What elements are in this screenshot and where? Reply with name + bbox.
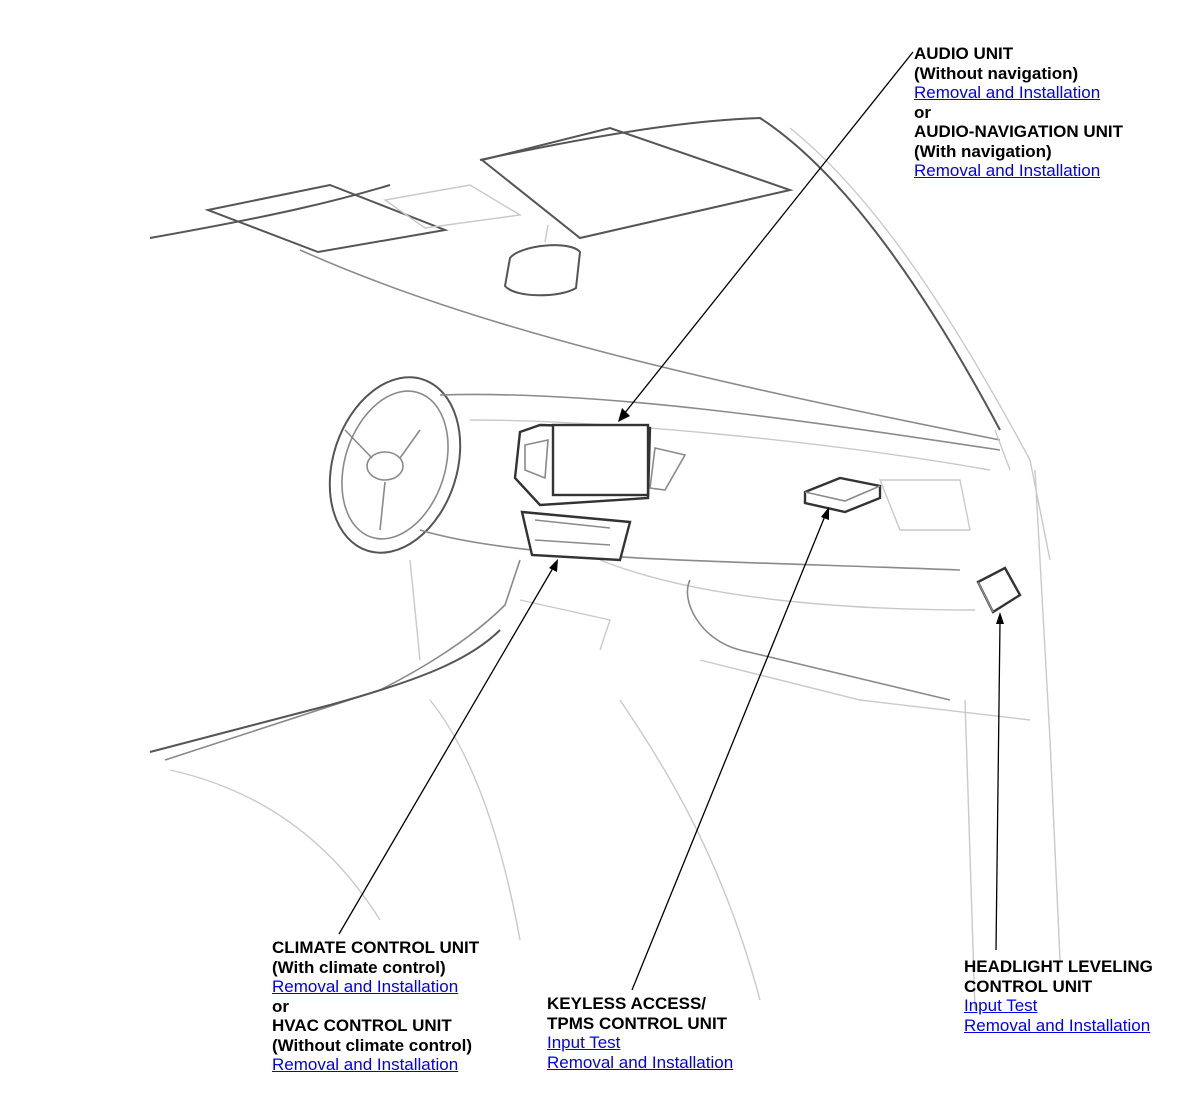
keyless-input-test-link[interactable]: Input Test xyxy=(547,1033,621,1052)
hvac-control-unit-condition: (Without climate control) xyxy=(272,1035,473,1055)
keyless-access-callout: KEYLESS ACCESS/ TPMS CONTROL UNIT Input … xyxy=(547,994,733,1072)
climate-control-unit-condition: (With climate control) xyxy=(272,957,446,977)
tpms-control-unit-title: TPMS CONTROL UNIT xyxy=(547,1013,728,1033)
arrowhead-audio xyxy=(618,408,630,422)
or-separator: or xyxy=(272,996,289,1016)
arrowhead-headlight xyxy=(996,612,1004,624)
steering-wheel xyxy=(328,376,462,554)
hvac-control-unit-title: HVAC CONTROL UNIT xyxy=(272,1016,452,1035)
audio-unit-title: AUDIO UNIT xyxy=(914,44,1014,63)
leader-climate xyxy=(338,567,554,935)
arrowhead-keyless xyxy=(821,507,829,520)
audio-navigation-unit-condition: (With navigation) xyxy=(914,141,1052,161)
climate-control-unit-title: CLIMATE CONTROL UNIT xyxy=(272,938,480,957)
a-pillar xyxy=(964,469,1061,1011)
leader-lines xyxy=(338,51,1004,991)
audio-navigation-unit-removal-link[interactable]: Removal and Installation xyxy=(914,161,1101,180)
climate-control-unit-removal-link[interactable]: Removal and Installation xyxy=(272,977,459,996)
leader-headlight xyxy=(995,621,1001,951)
dashboard xyxy=(419,393,1001,701)
audio-unit-callout: AUDIO UNIT (Without navigation) Removal … xyxy=(914,44,1123,181)
climate-control-callout: CLIMATE CONTROL UNIT (With climate contr… xyxy=(272,938,479,1075)
keyless-unit-shape xyxy=(803,476,882,514)
arrowhead-climate xyxy=(549,559,558,572)
audio-navigation-unit-title: AUDIO-NAVIGATION UNIT xyxy=(914,122,1124,141)
control-unit-title: CONTROL UNIT xyxy=(964,976,1093,996)
headlight-leveling-title: HEADLIGHT LEVELING xyxy=(964,957,1153,976)
or-separator: or xyxy=(914,102,931,122)
rear-view-mirror xyxy=(503,224,582,297)
sun-visors xyxy=(204,126,794,254)
headlight-input-test-link[interactable]: Input Test xyxy=(964,996,1038,1015)
audio-unit-removal-link[interactable]: Removal and Installation xyxy=(914,83,1101,102)
leader-keyless xyxy=(631,515,826,991)
keyless-access-title: KEYLESS ACCESS/ xyxy=(547,994,707,1013)
audio-unit-condition: (Without navigation) xyxy=(914,63,1079,83)
windshield-frame xyxy=(149,116,1051,561)
leader-audio xyxy=(623,51,914,415)
headlight-unit-shape xyxy=(976,566,1022,614)
keyless-removal-link[interactable]: Removal and Installation xyxy=(547,1052,734,1072)
hvac-control-unit-removal-link[interactable]: Removal and Installation xyxy=(272,1055,459,1074)
climate-control-unit-shape xyxy=(520,510,632,562)
audio-unit-shape xyxy=(513,423,687,507)
headlight-leveling-callout: HEADLIGHT LEVELING CONTROL UNIT Input Te… xyxy=(964,957,1153,1035)
headlight-removal-link[interactable]: Removal and Installation xyxy=(964,1015,1151,1035)
center-console xyxy=(149,559,1031,1001)
